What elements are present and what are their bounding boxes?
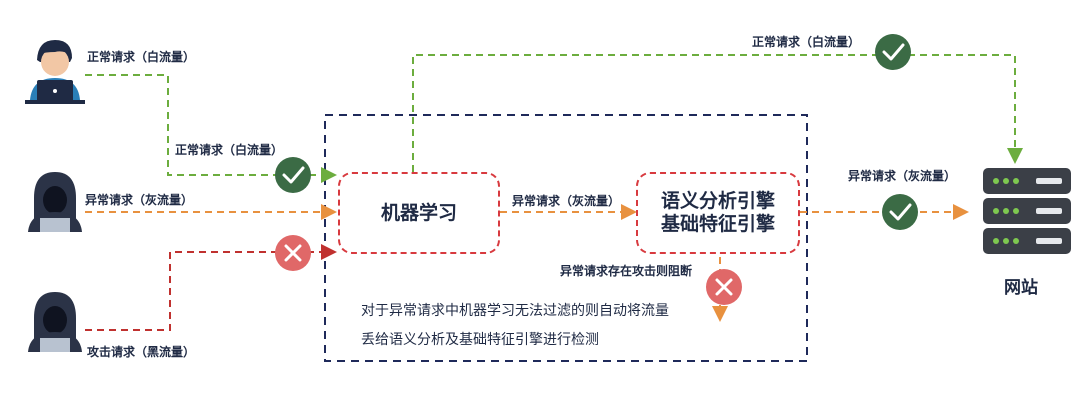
- cross-badge-attack: [275, 235, 311, 271]
- abnormal-to-site-label: 异常请求（灰流量）: [848, 169, 957, 183]
- normal-user-icon: [25, 40, 85, 104]
- note-line-2: 丢给语义分析及基础特征引擎进行检测: [361, 332, 599, 348]
- abnormal-user-icon: [28, 172, 82, 232]
- attack-flow-line: [85, 244, 337, 331]
- normal-top-route-label: 正常请求（白流量）: [752, 35, 861, 49]
- attack-user-label: 攻击请求（黑流量）: [87, 345, 196, 359]
- attack-user-icon: [28, 292, 82, 352]
- engine-box: 语义分析引擎 基础特征引擎: [636, 172, 800, 254]
- detection-container: [324, 114, 808, 362]
- check-badge-top: [875, 34, 911, 70]
- machine-learning-box: 机器学习: [338, 172, 500, 254]
- cross-badge-block: [706, 269, 742, 305]
- website-label: 网站: [1004, 278, 1038, 298]
- normal-flow-line: [85, 74, 337, 183]
- note-line-1: 对于异常请求中机器学习无法过滤的则自动将流量: [361, 303, 669, 319]
- semantic-engine-label: 语义分析引擎: [660, 190, 775, 213]
- abnormal-middle-label: 异常请求（灰流量）: [512, 194, 621, 208]
- normal-top-route-line: [412, 54, 1023, 172]
- abnormal-user-label: 异常请求（灰流量）: [85, 193, 194, 207]
- normal-user-label: 正常请求（白流量）: [87, 50, 196, 64]
- machine-learning-label: 机器学习: [380, 201, 457, 224]
- check-badge-gray: [882, 194, 918, 230]
- check-badge-normal: [275, 157, 311, 193]
- feature-engine-label: 基础特征引擎: [660, 213, 775, 235]
- normal-after-check-label: 正常请求（白流量）: [175, 143, 284, 157]
- block-note-label: 异常请求存在攻击则阻断: [560, 264, 693, 278]
- server-icon: [983, 168, 1071, 254]
